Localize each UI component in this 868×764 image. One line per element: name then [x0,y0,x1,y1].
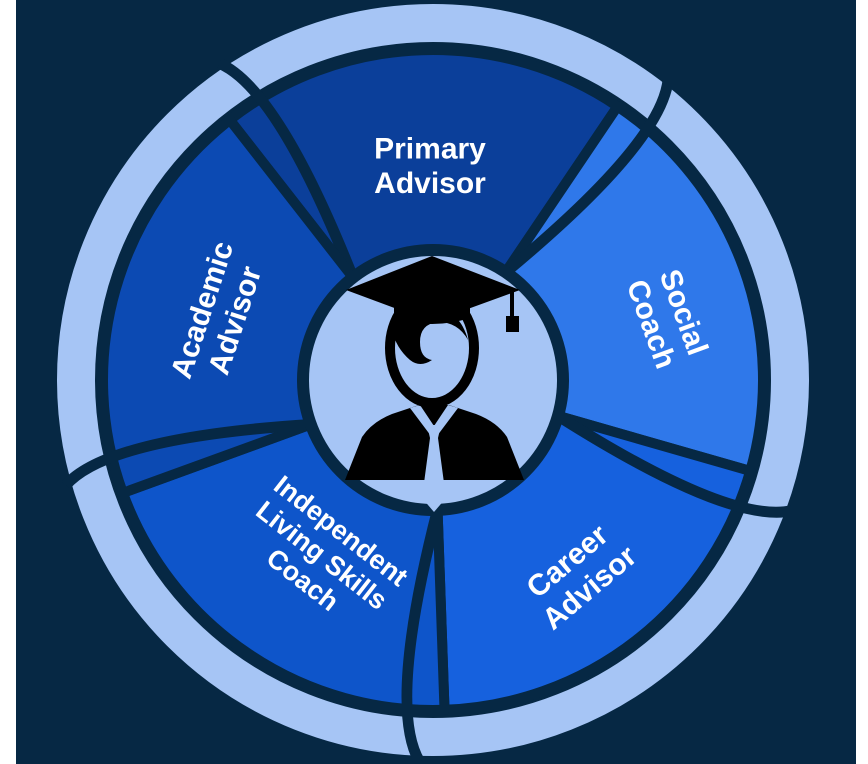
outer-ring-band [57,4,809,756]
label-line: Primary [374,132,486,165]
segment-divider [61,418,312,490]
outer-ring [57,4,809,756]
segment-divider [555,411,794,518]
label-line: Advisor [374,167,486,200]
graduate-icon [345,256,524,512]
segment-divider [502,78,674,277]
segment-divider [217,58,359,280]
center-hub [297,244,569,516]
segment-divider [401,508,443,764]
